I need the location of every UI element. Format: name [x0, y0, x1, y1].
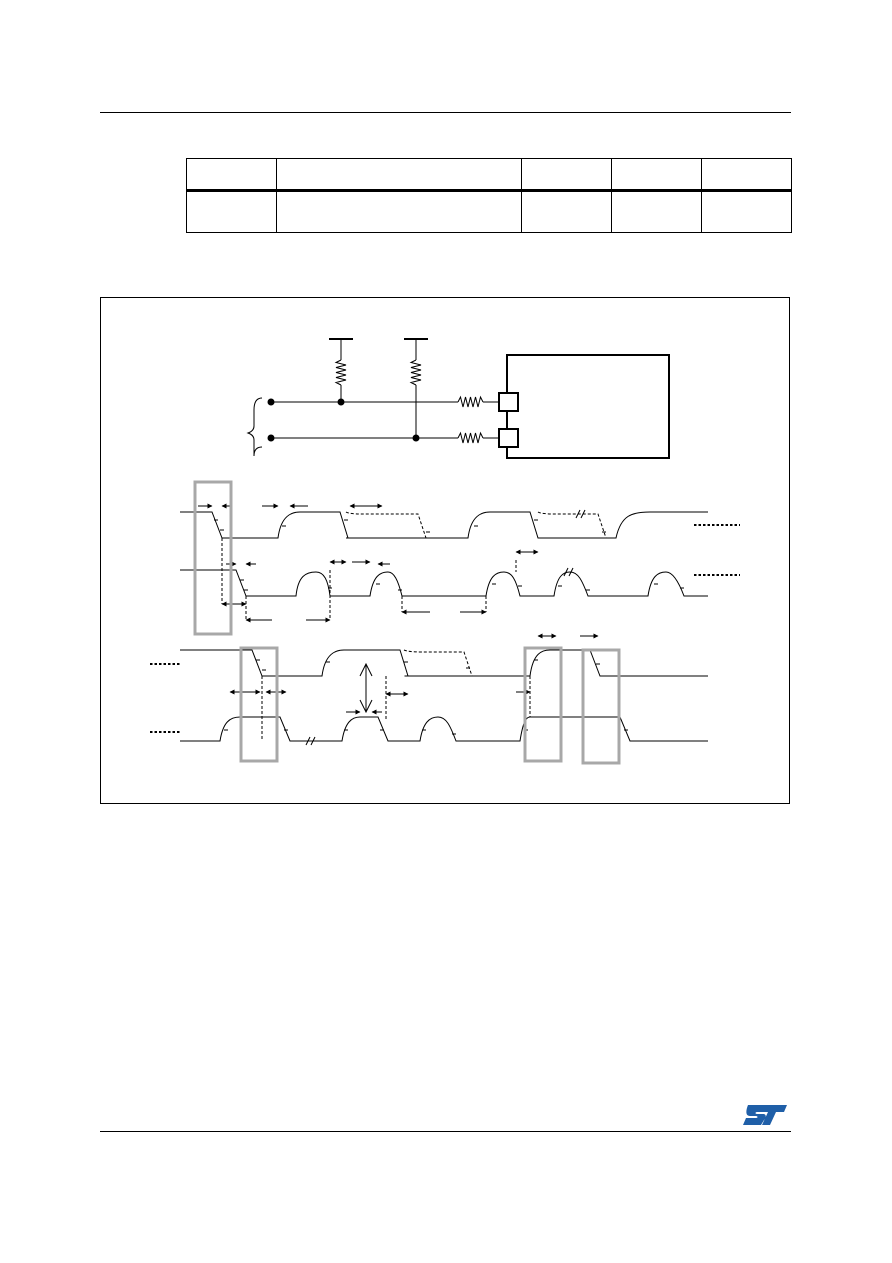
- st-logo: [743, 1105, 787, 1125]
- header-rule: [100, 112, 791, 113]
- table-header-cell: [186, 158, 277, 192]
- node-dot: [337, 398, 345, 406]
- waveform-trace-1-dashed: [221, 511, 607, 604]
- pullup-resistor-right: [409, 359, 422, 386]
- table-cell: [276, 190, 522, 233]
- waveform-trace-4-dashed: [261, 676, 531, 741]
- waveform-trace-2-dashed: [245, 560, 517, 620]
- footer-rule: [100, 1131, 791, 1132]
- waveform-trace-3-dashed: [403, 649, 473, 677]
- waveforms: [180, 509, 708, 746]
- bus-brace: [246, 397, 263, 457]
- edge-ticks: [214, 519, 684, 735]
- spec-table: [186, 158, 792, 233]
- table-header-cell: [521, 158, 612, 192]
- waveform-trace-4: [180, 716, 708, 742]
- bus-schematic: [246, 338, 670, 459]
- highlight-box: [523, 646, 563, 763]
- waveform-trace-3: [180, 649, 708, 677]
- highlight-box: [239, 646, 279, 763]
- bus-nodes: [267, 398, 420, 442]
- waveform-trace-2: [180, 569, 708, 597]
- table-cell: [521, 190, 612, 233]
- series-resistor-2: [457, 431, 484, 444]
- figure-frame: [100, 297, 790, 804]
- table-header-cell: [701, 158, 792, 192]
- continuation-dots: [150, 524, 740, 733]
- break-mark: [305, 509, 586, 746]
- table-cell: [611, 190, 702, 233]
- device-pin-1: [498, 392, 519, 412]
- pullup-resistor-left: [334, 359, 347, 386]
- node-dot: [267, 434, 275, 442]
- device-pin-2: [498, 428, 519, 448]
- table-row: [186, 190, 792, 233]
- collision-marker: [359, 662, 373, 714]
- waveform-trace-1: [180, 511, 708, 539]
- node-dot: [267, 398, 275, 406]
- timing-arrows: [198, 503, 599, 715]
- table-cell: [186, 190, 277, 233]
- device-box: [506, 354, 670, 459]
- table-header-row: [186, 158, 792, 192]
- highlight-box: [581, 648, 621, 765]
- table-cell: [701, 190, 792, 233]
- highlight-box: [193, 480, 233, 636]
- series-resistor-1: [457, 395, 484, 408]
- node-dot: [412, 434, 420, 442]
- highlight-boxes: [193, 480, 621, 765]
